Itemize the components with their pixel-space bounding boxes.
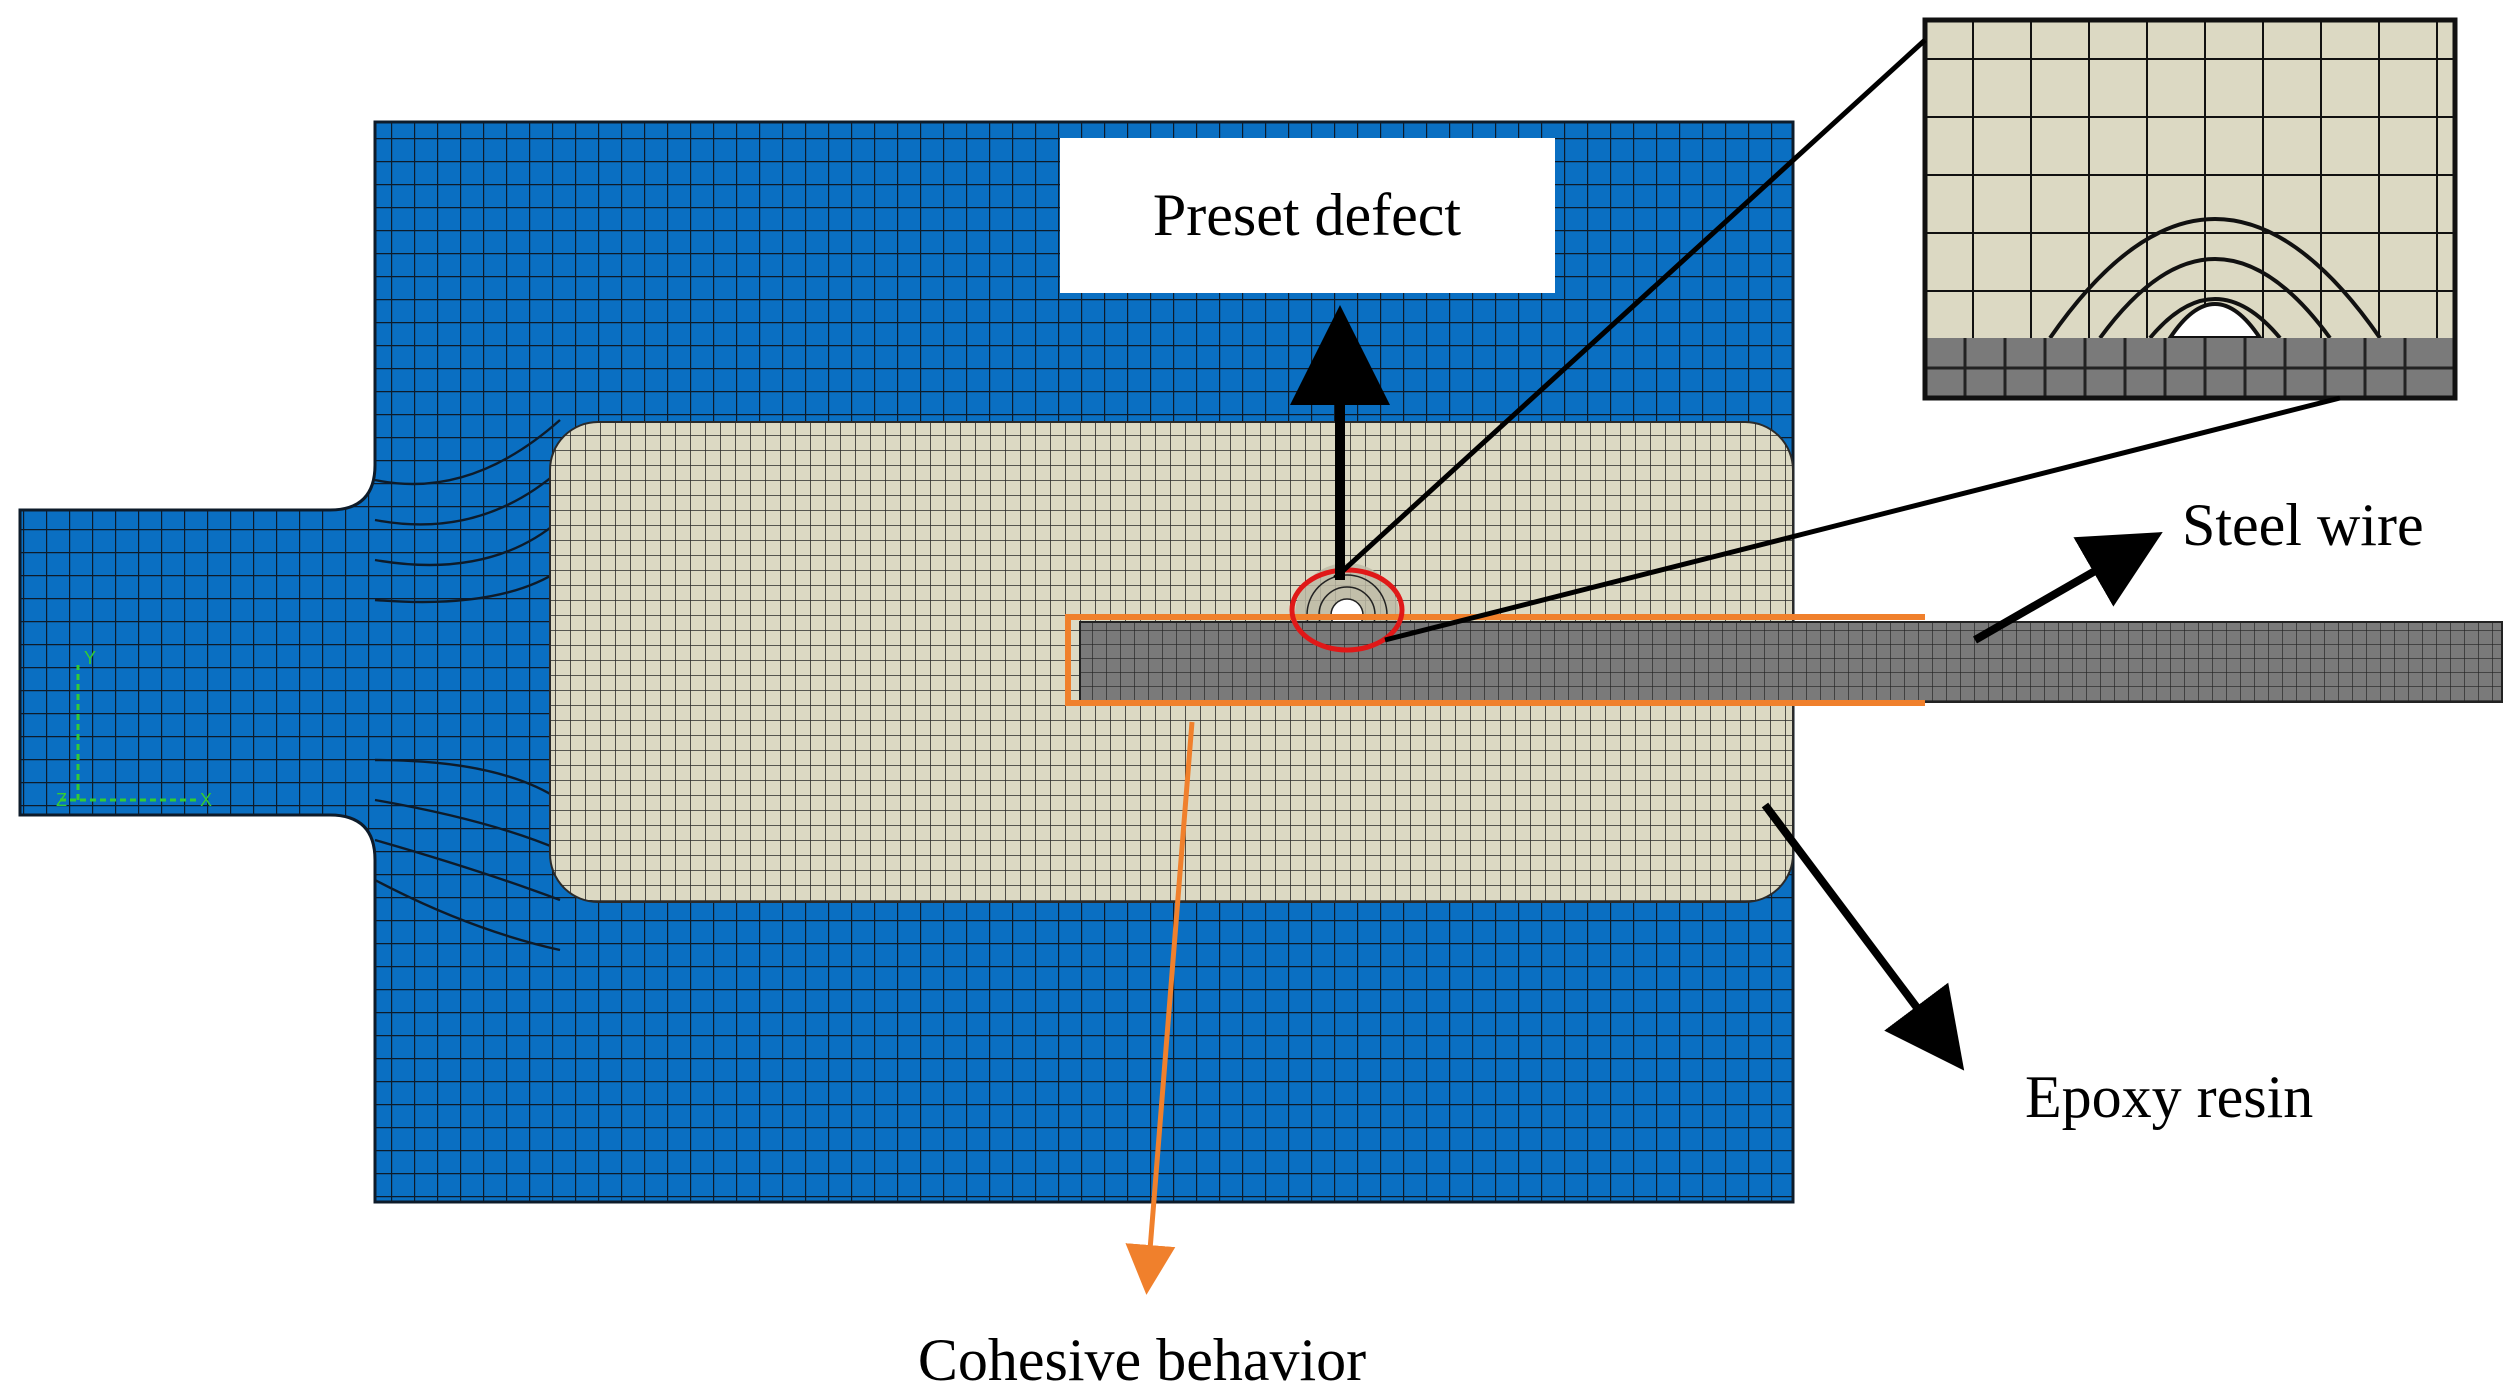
fillet-mesh-lines bbox=[374, 419, 561, 952]
epoxy-resin-label: Epoxy resin bbox=[2025, 1064, 2313, 1130]
axis-z-label: Z bbox=[56, 790, 67, 810]
steel-wire-arrow bbox=[1973, 532, 2163, 644]
zoom-connector-lines bbox=[1333, 38, 2341, 643]
axis-x-label: X bbox=[200, 790, 212, 810]
preset-defect-label-box bbox=[1060, 138, 1555, 293]
cohesive-behavior-label: Cohesive behavior bbox=[918, 1327, 1366, 1393]
cohesive-interface-outline bbox=[1065, 614, 1925, 706]
preset-defect-label: Preset defect bbox=[1153, 182, 1462, 248]
epoxy-resin-arrow bbox=[1761, 802, 1965, 1071]
axis-triad bbox=[60, 665, 200, 802]
steel-wire-label: Steel wire bbox=[2182, 492, 2424, 558]
cohesive-behavior-arrow bbox=[1125, 721, 1195, 1295]
steel-wire-region bbox=[1079, 621, 2503, 703]
axis-y-label: Y bbox=[84, 648, 96, 668]
defect-zoom-inset bbox=[1922, 17, 2458, 401]
